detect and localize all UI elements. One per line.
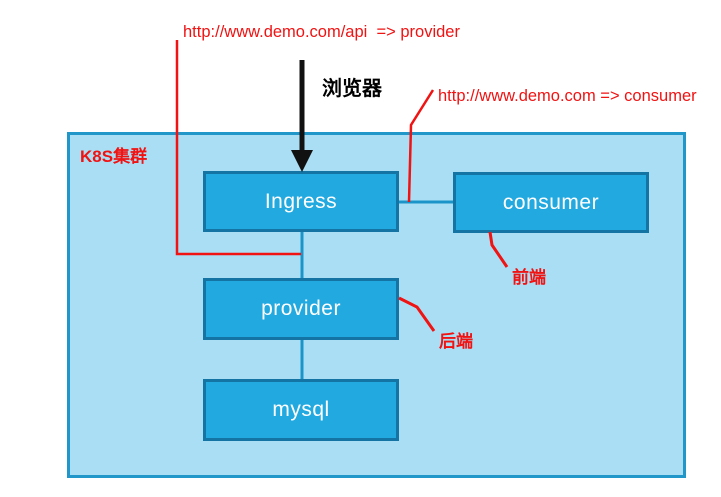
node-ingress: Ingress	[203, 171, 399, 232]
k8s-cluster-label: K8S集群	[80, 147, 148, 166]
callout-line-backend	[398, 296, 436, 332]
node-provider-label: provider	[261, 297, 341, 320]
callout-line-root-rule	[407, 89, 435, 203]
node-consumer-label: consumer	[502, 190, 600, 214]
node-mysql-label: mysql	[272, 398, 330, 421]
node-consumer: consumer	[453, 172, 649, 233]
ingress-rule-root-text: http://www.demo.com => consumer	[438, 87, 697, 105]
node-ingress-label: Ingress	[264, 189, 338, 213]
browser-arrow-icon	[291, 60, 313, 172]
node-mysql: mysql	[203, 379, 399, 441]
callout-line-frontend	[488, 231, 509, 268]
ingress-rule-api-text: http://www.demo.com/api => provider	[183, 23, 460, 41]
browser-label: 浏览器	[322, 78, 382, 100]
frontend-tag: 前端	[512, 268, 546, 287]
node-provider: provider	[203, 278, 399, 340]
backend-tag: 后端	[439, 332, 473, 351]
callout-line-api-rule	[175, 40, 301, 256]
